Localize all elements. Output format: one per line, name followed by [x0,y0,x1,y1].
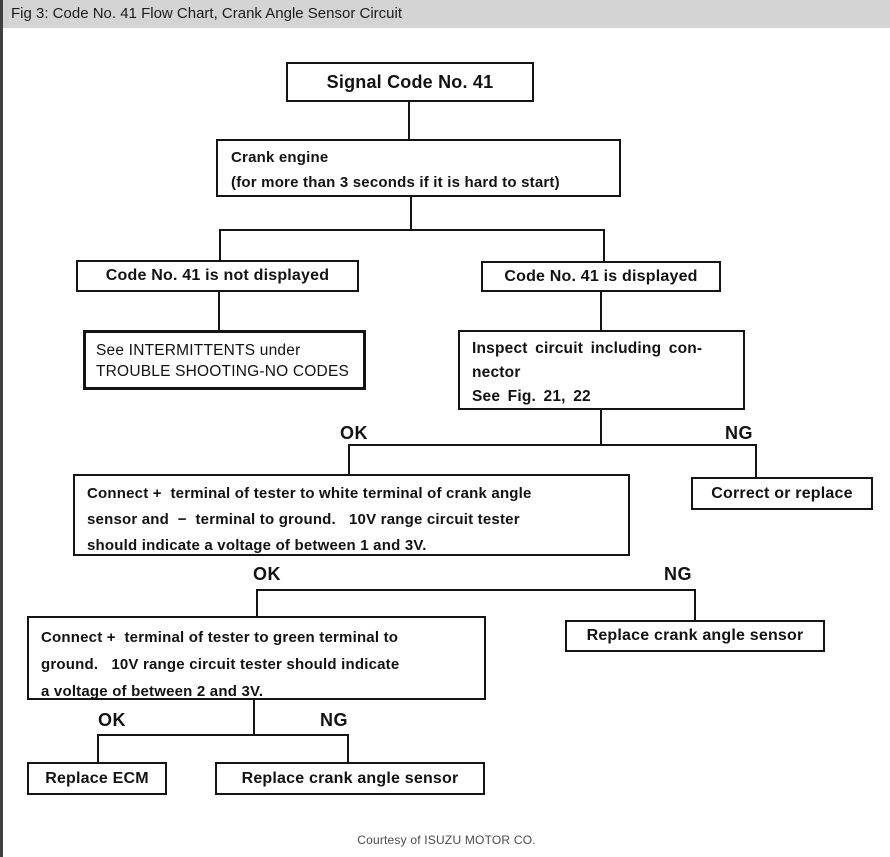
flow-node-code-not-displayed: Code No. 41 is not displayed [76,260,359,292]
connector-line [600,410,602,444]
connector-line [410,197,412,231]
connector-line [347,734,349,762]
connector-line [603,229,605,261]
flow-node-inspect-circuit: Inspect circuit including con- nector Se… [458,330,745,410]
courtesy-note: Courtesy of ISUZU MOTOR CO. [357,833,536,847]
flow-node-see-intermittents: See INTERMITTENTS under TROUBLE SHOOTING… [83,330,366,390]
connector-line [348,444,757,446]
flow-node-code-displayed: Code No. 41 is displayed [481,261,721,292]
connector-line [694,589,696,620]
flow-node-connect-green-terminal: Connect + terminal of tester to green te… [27,616,486,700]
flow-node-replace-sensor-bottom: Replace crank angle sensor [215,762,485,795]
branch-label-ok-1: OK [340,423,368,443]
connector-line [256,589,258,616]
flow-node-replace-ecm: Replace ECM [27,762,167,795]
connector-line [218,292,220,330]
connector-line [253,700,255,735]
figure-title: Fig 3: Code No. 41 Flow Chart, Crank Ang… [11,5,403,22]
connector-line [97,734,349,736]
figure-title-bar: Fig 3: Code No. 41 Flow Chart, Crank Ang… [3,0,890,28]
connector-line [755,444,757,477]
connector-line [348,444,350,474]
branch-label-ok-2: OK [253,564,281,584]
connector-line [256,589,696,591]
connector-line [408,100,410,139]
connector-line [219,229,605,231]
flow-node-connect-white-terminal: Connect + terminal of tester to white te… [73,474,630,556]
connector-line [219,229,221,260]
branch-label-ng-1: NG [725,423,753,443]
branch-label-ok-3: OK [98,710,126,730]
connector-line [600,292,602,330]
branch-label-ng-3: NG [320,710,348,730]
flow-node-crank-engine: Crank engine (for more than 3 seconds if… [216,139,621,197]
flow-node-replace-sensor-right: Replace crank angle sensor [565,620,825,652]
flow-node-signal-code: Signal Code No. 41 [286,62,534,102]
connector-line [97,734,99,762]
branch-label-ng-2: NG [664,564,692,584]
flow-node-correct-or-replace: Correct or replace [691,477,873,510]
